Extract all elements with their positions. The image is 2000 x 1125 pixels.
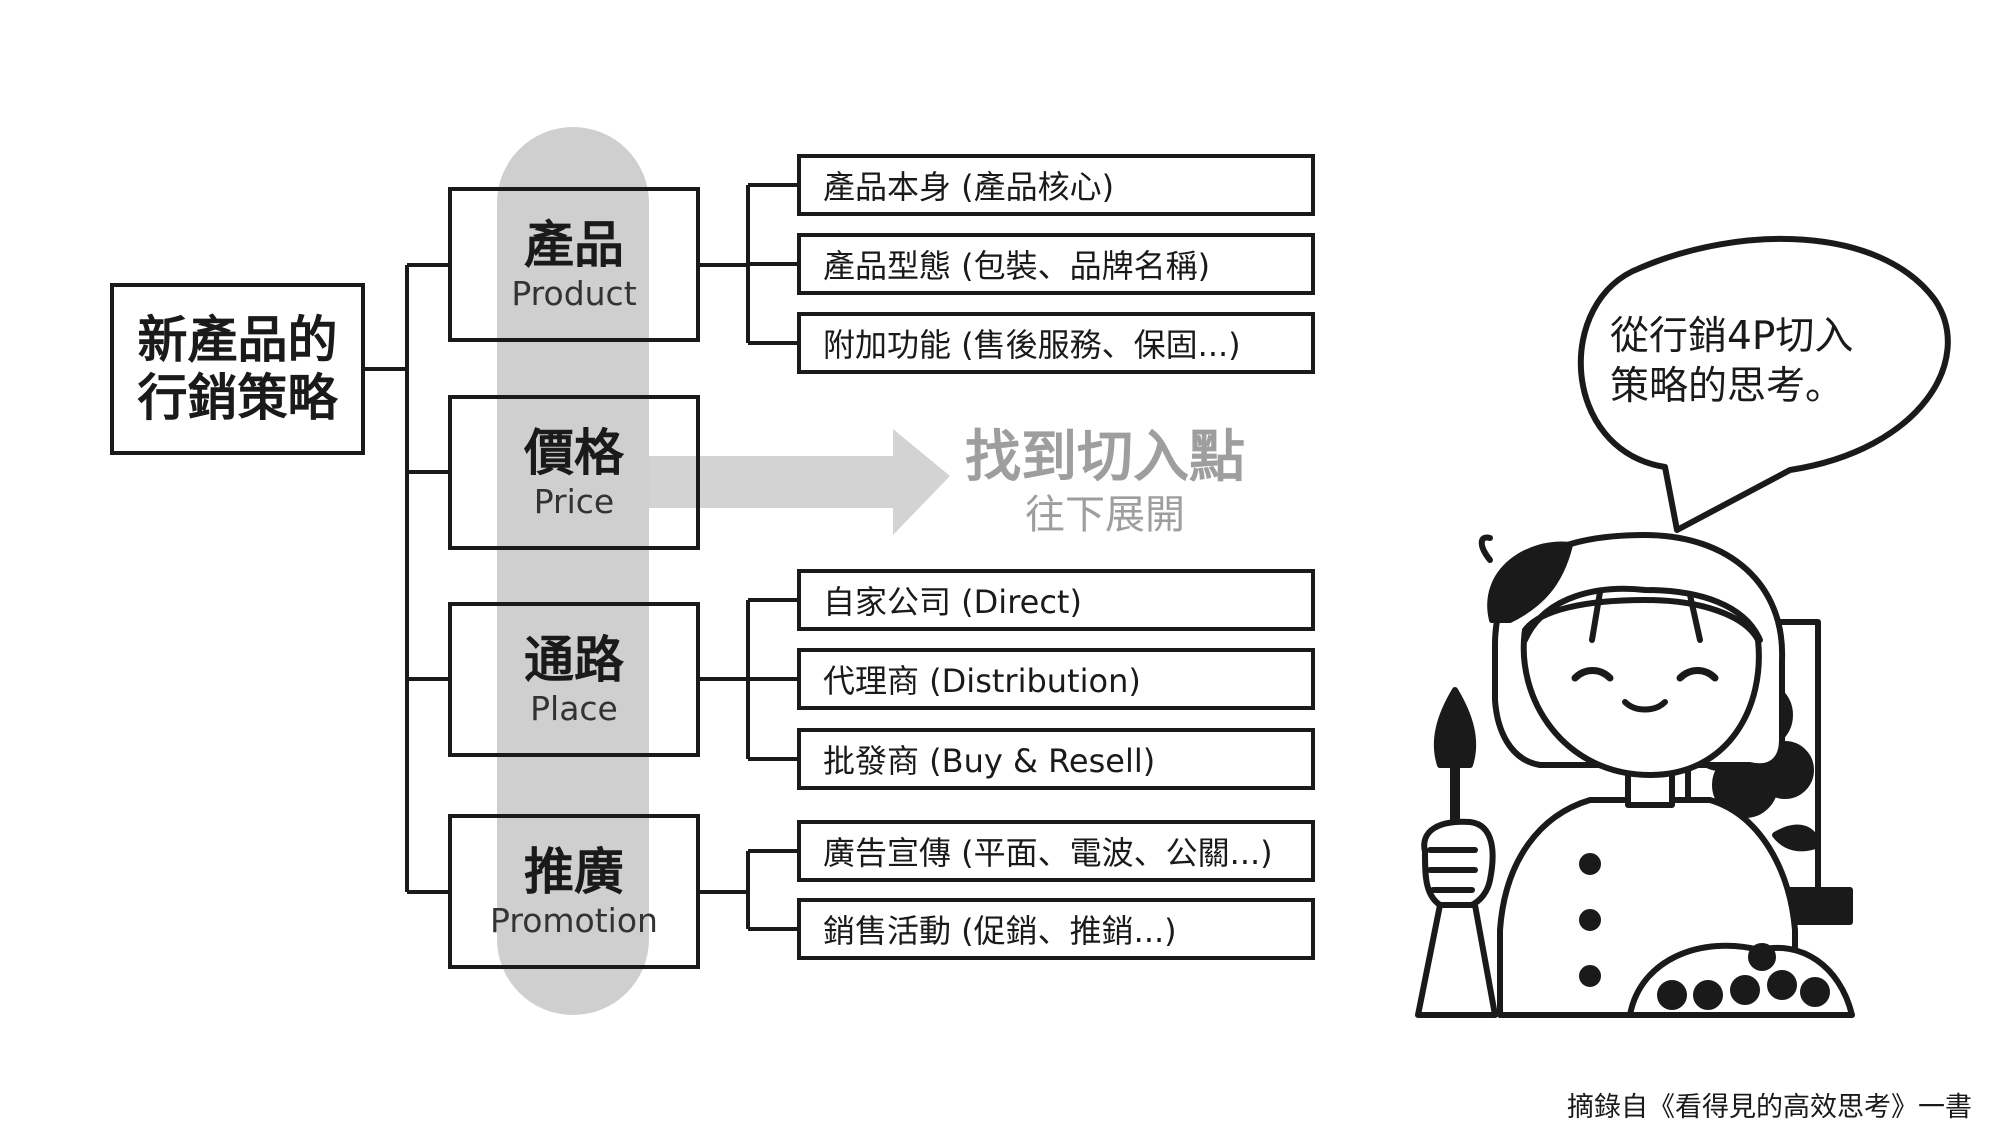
- category-place-zh: 通路: [524, 630, 624, 689]
- category-promotion: 推廣 Promotion: [448, 814, 700, 969]
- leaf-place-direct: 自家公司 (Direct): [797, 569, 1315, 631]
- leaf-label: 附加功能 (售後服務、保固...): [823, 326, 1241, 364]
- category-product-zh: 產品: [524, 215, 624, 274]
- source-note: 摘錄自《看得見的高效思考》一書: [1567, 1092, 1972, 1123]
- category-product-en: Product: [511, 273, 637, 313]
- leaf-label: 代理商 (Distribution): [823, 662, 1141, 700]
- category-promotion-en: Promotion: [490, 900, 658, 940]
- category-price-en: Price: [533, 481, 615, 521]
- bubble-text: 從行銷4P切入 策略的思考。: [1610, 312, 1910, 412]
- leaf-promotion-sales: 銷售活動 (促銷、推銷...): [797, 898, 1315, 960]
- category-promotion-zh: 推廣: [524, 842, 624, 901]
- leaf-place-resell: 批發商 (Buy & Resell): [797, 728, 1315, 790]
- highlight-band: [497, 127, 649, 1015]
- bubble-line-2: 策略的思考。: [1610, 364, 1845, 409]
- speech-bubble: [1577, 235, 1951, 533]
- leaf-product-form: 產品型態 (包裝、品牌名稱): [797, 233, 1315, 295]
- tree-connectors: [365, 183, 797, 931]
- leaf-label: 銷售活動 (促銷、推銷...): [823, 912, 1177, 950]
- painter-illustration: [1415, 532, 1855, 1018]
- leaf-promotion-ads: 廣告宣傳 (平面、電波、公關...): [797, 820, 1315, 882]
- root-node: 新產品的行銷策略: [110, 283, 365, 455]
- category-place: 通路 Place: [448, 602, 700, 757]
- leaf-label: 產品本身 (產品核心): [823, 168, 1115, 206]
- root-label: 新產品的行銷策略: [137, 311, 338, 427]
- leaf-label: 自家公司 (Direct): [823, 583, 1082, 621]
- arrow-title: 找到切入點: [965, 425, 1245, 490]
- category-place-en: Place: [530, 688, 618, 728]
- leaf-product-core: 產品本身 (產品核心): [797, 154, 1315, 216]
- leaf-product-addon: 附加功能 (售後服務、保固...): [797, 312, 1315, 374]
- category-product: 產品 Product: [448, 187, 700, 342]
- leaf-label: 批發商 (Buy & Resell): [823, 742, 1156, 780]
- arrow-subtitle: 往下展開: [1025, 492, 1185, 538]
- arrow-shape: [649, 429, 950, 535]
- category-price-zh: 價格: [524, 423, 624, 482]
- leaf-label: 產品型態 (包裝、品牌名稱): [823, 247, 1211, 285]
- leaf-place-distribution: 代理商 (Distribution): [797, 648, 1315, 710]
- bubble-line-1: 從行銷4P切入: [1610, 314, 1854, 359]
- category-price: 價格 Price: [448, 395, 700, 550]
- leaf-label: 廣告宣傳 (平面、電波、公關...): [823, 834, 1273, 872]
